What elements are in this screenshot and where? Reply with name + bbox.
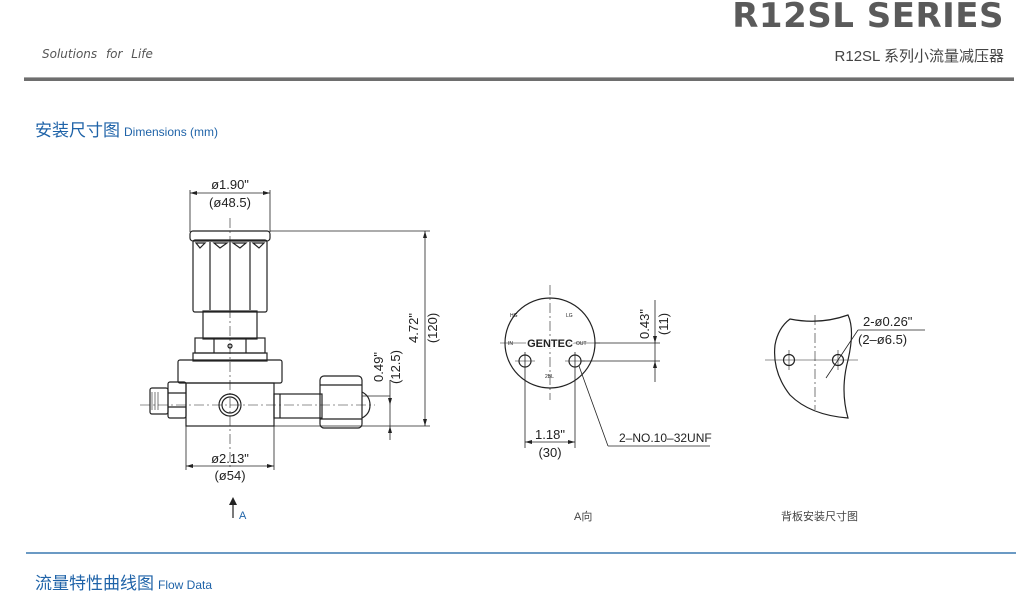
series-title: R12SL SERIES	[732, 0, 1004, 36]
panel-mount-caption: 背板安装尺寸图	[781, 511, 858, 523]
series-subtitle: R12SL 系列小流量减压器	[834, 48, 1004, 65]
thread-callout: 2–NO.10–32UNF	[619, 431, 712, 445]
port-offset-in: 0.49"	[371, 352, 386, 382]
flow-section-title: 流量特性曲线图 Flow Data	[35, 569, 212, 594]
brand-label: GENTEC	[527, 338, 573, 350]
port-label-out: OUT	[576, 341, 587, 347]
panel-hole-mm: (2–ø6.5)	[858, 332, 907, 347]
body-diameter-in: ø2.13"	[211, 451, 249, 466]
side-view-drawing	[140, 190, 430, 518]
body-diameter-mm: (ø54)	[214, 468, 245, 483]
view-a-caption: A向	[574, 511, 593, 523]
height-in: 4.72"	[406, 313, 421, 343]
height-mm: (120)	[425, 313, 440, 343]
view-a-drawing	[500, 285, 710, 448]
port-label-hg: HG	[510, 313, 518, 319]
view-a-offset-in: 0.43"	[637, 309, 652, 339]
hole-spacing-mm: (30)	[538, 445, 561, 460]
section-divider	[26, 552, 1016, 554]
flow-title-cn: 流量特性曲线图	[35, 574, 154, 593]
view-arrow-label: A	[239, 510, 247, 522]
dimensions-title-en: Dimensions (mm)	[124, 125, 219, 139]
hole-spacing-in: 1.18"	[535, 427, 565, 442]
dimensions-section-title: 安装尺寸图 Dimensions (mm)	[35, 116, 218, 141]
tagline: Solutions for Life	[42, 47, 153, 61]
port-label-lg: LG	[566, 313, 573, 319]
header-divider	[24, 77, 1014, 81]
flow-title-en: Flow Data	[158, 578, 213, 592]
knob-diameter-in: ø1.90"	[211, 177, 249, 192]
panel-hole-in: 2-ø0.26"	[863, 314, 913, 329]
view-a-offset-mm: (11)	[656, 313, 671, 335]
knob-diameter-mm: (ø48.5)	[209, 195, 251, 210]
dimensions-title-cn: 安装尺寸图	[35, 121, 120, 140]
port-label-bottom: 2BL	[545, 374, 554, 380]
port-offset-mm: (12.5)	[388, 350, 403, 384]
panel-mount-drawing	[765, 314, 925, 419]
port-label-in: IN	[508, 341, 513, 347]
